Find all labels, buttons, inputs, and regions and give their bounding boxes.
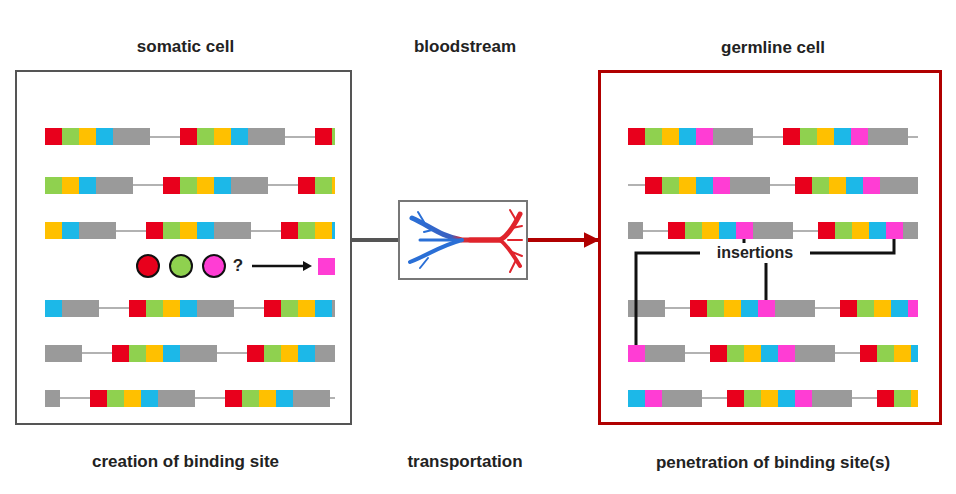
connector (352, 238, 398, 242)
insertion-label: insertions (700, 243, 810, 263)
leader-lines (636, 239, 894, 345)
caption-text: creation of binding site (16, 452, 356, 472)
dna-rows (45, 128, 335, 407)
connector (528, 238, 598, 242)
heading: bloodstream (295, 37, 635, 57)
heading: germline cell (603, 38, 943, 58)
dna-rows (628, 128, 918, 407)
cell-box: somatic cellcreation of binding site (15, 70, 352, 425)
illustration-box: bloodstreamtransportation (398, 200, 528, 280)
binding-site-creation (137, 255, 335, 277)
question-mark: ? (228, 256, 248, 276)
caption-text: transportation (295, 452, 635, 472)
heading: somatic cell (16, 37, 356, 57)
caption-text: penetration of binding site(s) (603, 453, 943, 473)
blood-vessel (410, 210, 522, 272)
